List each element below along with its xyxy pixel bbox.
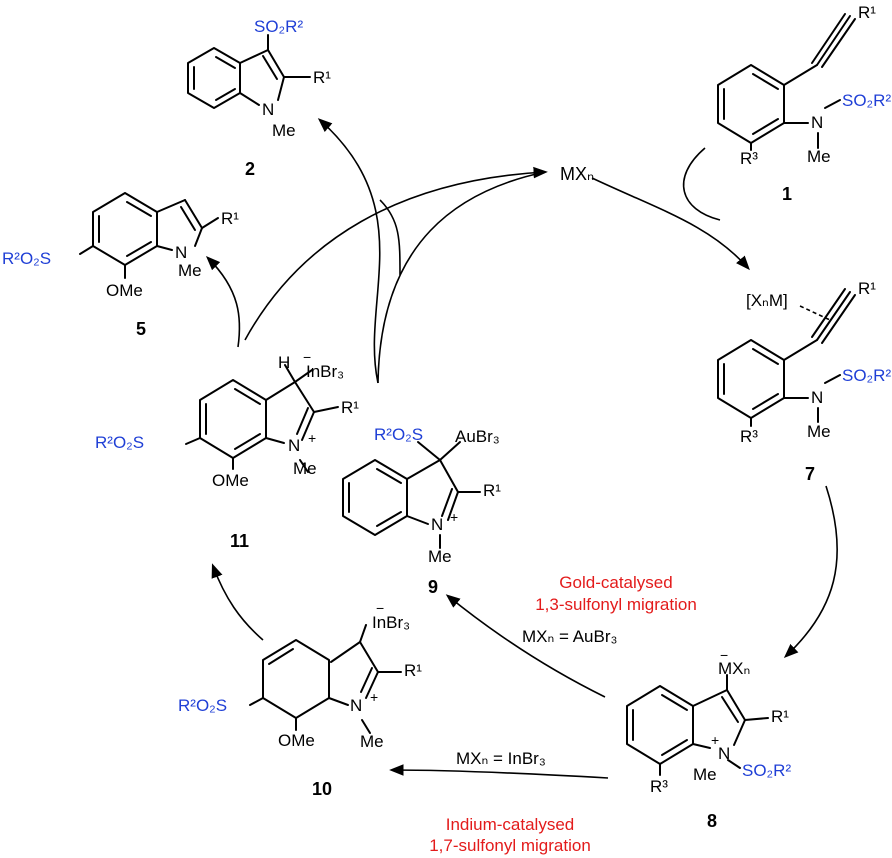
c8-r1: R¹	[771, 707, 789, 726]
c10-n: N	[350, 696, 363, 715]
c10-inbr3: InBr₃	[372, 613, 411, 632]
gold-note-line2: 1,3-sulfonyl migration	[535, 595, 697, 614]
arrow-9-to-2	[317, 118, 401, 384]
structure-11	[185, 364, 339, 473]
c8-so2r2: SO₂R²	[742, 761, 792, 780]
compound-number-11: 11	[230, 531, 250, 551]
c10-r1: R¹	[404, 661, 422, 680]
c9-me: Me	[428, 547, 452, 566]
c10-plus: +	[370, 689, 379, 705]
structure-7	[717, 288, 856, 427]
c9-r2o2s: R²O₂S	[374, 425, 424, 444]
c9-n: N	[431, 515, 444, 534]
c2-n: N	[262, 100, 275, 119]
c11-inbr3: InBr₃	[306, 362, 345, 381]
indium-reagent: MXₙ = InBr₃	[456, 749, 546, 768]
c8-plus: +	[711, 732, 720, 748]
arrow-10-to-11	[211, 563, 264, 641]
c5-ome: OMe	[106, 281, 143, 300]
c1-me: Me	[807, 147, 831, 166]
compound-number-7: 7	[805, 464, 816, 484]
arrow-regenerate-catalyst	[244, 166, 548, 384]
c5-r1: R¹	[221, 209, 239, 228]
c11-h: H	[278, 353, 291, 372]
structure-1	[717, 13, 856, 151]
c10-me: Me	[360, 732, 384, 751]
compound-number-8: 8	[707, 811, 718, 831]
c11-ome: OMe	[212, 471, 249, 490]
c7-so2r2: SO₂R²	[842, 366, 892, 385]
compound-number-10: 10	[312, 779, 333, 799]
c10-minus: −	[376, 600, 385, 616]
c7-r1: R¹	[858, 279, 876, 298]
c8-r3: R³	[650, 777, 668, 796]
c9-r1: R¹	[483, 481, 501, 500]
indium-note-line2: 1,7-sulfonyl migration	[429, 836, 591, 855]
arrow-8-to-9	[445, 594, 606, 698]
gold-note-line1: Gold-catalysed	[559, 573, 673, 592]
c1-r3: R³	[740, 149, 758, 168]
c9-plus: +	[450, 509, 459, 525]
structure-10	[249, 624, 402, 734]
compound-number-1: 1	[782, 184, 793, 204]
c11-n: N	[288, 436, 301, 455]
c11-r1: R¹	[341, 398, 359, 417]
arrow-11-to-5	[205, 255, 241, 348]
c2-me: Me	[272, 121, 296, 140]
c9-aubr3: AuBr₃	[455, 427, 500, 446]
catalyst-label: MXₙ	[560, 164, 595, 184]
c7-xnm: [XₙM]	[746, 291, 788, 310]
indium-note-line1: Indium-catalysed	[445, 815, 575, 834]
c11-r2o2s: R²O₂S	[95, 433, 145, 452]
structure-8	[626, 674, 769, 776]
arrow-7-to-8	[783, 485, 838, 658]
c8-n: N	[718, 744, 731, 763]
c8-mxn: MXₙ	[718, 659, 751, 678]
c8-minus: −	[720, 647, 729, 663]
structure-2	[187, 34, 311, 109]
c5-r2o2s: R²O₂S	[2, 249, 52, 268]
c2-so2r2: SO₂R²	[254, 17, 304, 36]
structure-5	[79, 192, 219, 279]
compound-number-5: 5	[136, 319, 147, 339]
c11-me: Me	[293, 459, 317, 478]
gold-reagent: MXₙ = AuBr₃	[522, 627, 618, 646]
c1-n: N	[811, 113, 824, 132]
c1-r1: R¹	[858, 3, 876, 22]
c7-me: Me	[807, 422, 831, 441]
c8-me: Me	[693, 765, 717, 784]
c7-r3: R³	[740, 427, 758, 446]
structure-9	[342, 441, 481, 549]
compound-number-2: 2	[245, 159, 256, 179]
arrow-8-to-10	[389, 764, 609, 779]
arrow-1-to-7	[591, 147, 750, 271]
c1-so2r2: SO₂R²	[842, 91, 892, 110]
c10-ome: OMe	[278, 731, 315, 750]
c2-r1: R¹	[313, 68, 331, 87]
c5-me: Me	[178, 261, 202, 280]
c5-n: N	[175, 243, 188, 262]
c7-n: N	[811, 388, 824, 407]
compound-number-9: 9	[428, 577, 439, 597]
c11-minus: −	[303, 349, 312, 365]
c10-r2o2s: R²O₂S	[178, 696, 228, 715]
c11-plus: +	[308, 430, 317, 446]
